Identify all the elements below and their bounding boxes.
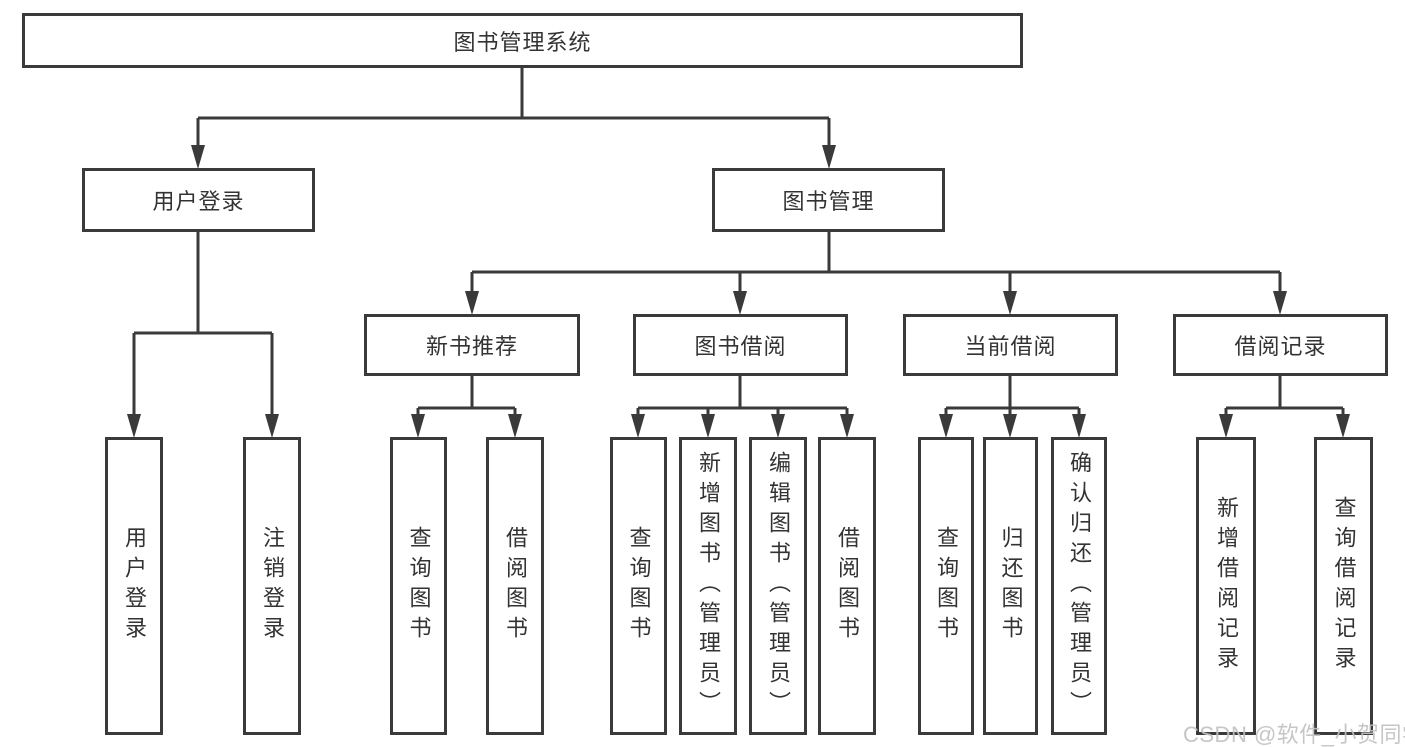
leaf-confirm-return-admin-label: 确认归还（管理员） <box>1067 451 1092 721</box>
leaf-query-borrow-record: 查询借阅记录 <box>1314 437 1373 735</box>
leaf-borrow-book-recommend-label: 借阅图书 <box>503 526 528 646</box>
leaf-borrow-book-recommend: 借阅图书 <box>486 437 544 735</box>
node-borrow-record: 借阅记录 <box>1173 314 1388 376</box>
leaf-edit-book-admin: 编辑图书（管理员） <box>749 437 807 735</box>
node-new-book-recommend: 新书推荐 <box>364 314 580 376</box>
node-user-login: 用户登录 <box>82 168 315 232</box>
node-book-borrow-label: 图书借阅 <box>694 334 787 359</box>
leaf-query-book-borrow-label: 查询图书 <box>626 526 652 646</box>
node-root-label: 图书管理系统 <box>453 29 592 55</box>
leaf-query-book-current: 查询图书 <box>918 437 974 735</box>
node-current-borrow: 当前借阅 <box>903 314 1118 376</box>
leaf-add-book-admin-label: 新增图书（管理员） <box>696 451 721 721</box>
leaf-borrow-book: 借阅图书 <box>818 437 876 735</box>
leaf-return-book: 归还图书 <box>983 437 1038 735</box>
leaf-query-book-recommend: 查询图书 <box>390 437 447 735</box>
leaf-confirm-return-admin: 确认归还（管理员） <box>1051 437 1107 735</box>
node-borrow-record-label: 借阅记录 <box>1234 334 1327 359</box>
leaf-user-login-label: 用户登录 <box>122 526 147 646</box>
node-root: 图书管理系统 <box>22 13 1023 68</box>
leaf-borrow-book-label: 借阅图书 <box>835 526 860 646</box>
leaf-add-borrow-record-label: 新增借阅记录 <box>1214 496 1239 676</box>
node-new-book-recommend-label: 新书推荐 <box>425 334 518 359</box>
leaf-query-book-current-label: 查询图书 <box>934 526 959 646</box>
leaf-query-borrow-record-label: 查询借阅记录 <box>1331 496 1357 676</box>
leaf-return-book-label: 归还图书 <box>998 526 1024 646</box>
leaf-logout: 注销登录 <box>243 437 301 735</box>
leaf-query-book-borrow: 查询图书 <box>610 437 667 735</box>
leaf-logout-label: 注销登录 <box>260 526 285 646</box>
leaf-edit-book-admin-label: 编辑图书（管理员） <box>766 451 791 721</box>
leaf-add-book-admin: 新增图书（管理员） <box>679 437 737 735</box>
node-book-management: 图书管理 <box>712 168 945 232</box>
node-book-borrow: 图书借阅 <box>633 314 848 376</box>
node-user-login-label: 用户登录 <box>152 189 245 214</box>
leaf-user-login: 用户登录 <box>105 437 163 735</box>
leaf-add-borrow-record: 新增借阅记录 <box>1196 437 1256 735</box>
node-book-management-label: 图书管理 <box>782 189 875 214</box>
csdn-watermark: CSDN @软件_小贺同学 <box>1183 722 1405 747</box>
leaf-query-book-recommend-label: 查询图书 <box>406 526 432 646</box>
node-current-borrow-label: 当前借阅 <box>964 334 1057 359</box>
